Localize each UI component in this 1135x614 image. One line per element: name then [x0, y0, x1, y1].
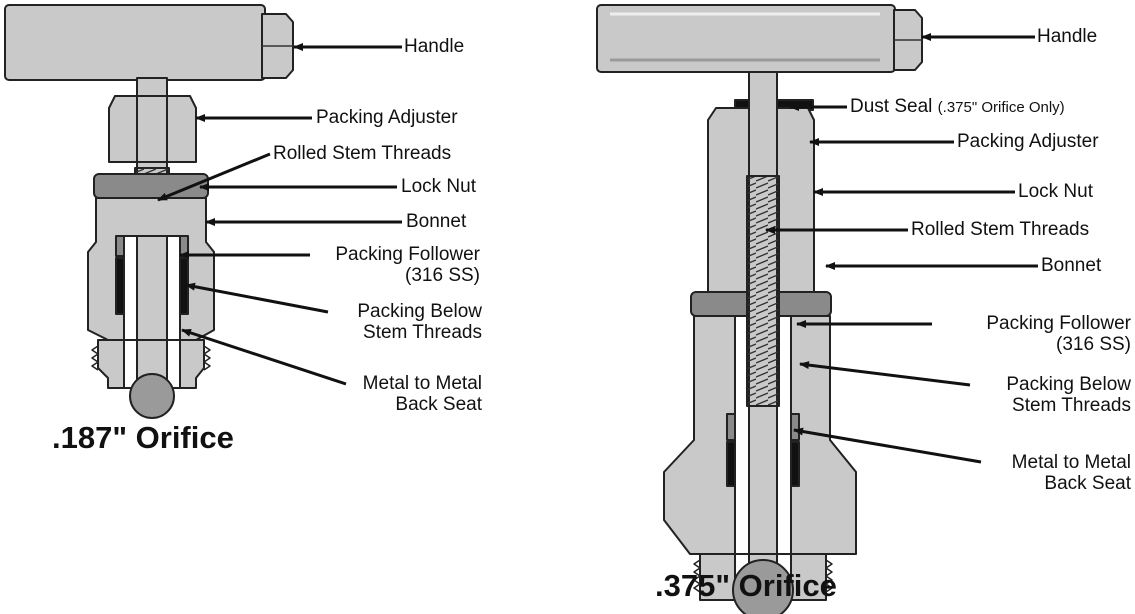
right-packing [726, 441, 736, 487]
left-label-handle: Handle [404, 36, 465, 57]
right-label-rolled-stem-threads: Rolled Stem Threads [911, 219, 1090, 240]
right-label-packing-follower: Packing Follower (316 SS) [935, 313, 1131, 355]
right-label-packing-adjuster: Packing Adjuster [957, 131, 1099, 152]
left-packing [115, 257, 125, 315]
right-label-packing-below-line1: Packing Below [1006, 374, 1131, 395]
left-label-packing-follower-line2: (316 SS) [405, 265, 480, 286]
right-caption: .375" Orifice [655, 568, 837, 603]
right-packing-follower [726, 413, 736, 441]
right-leaders [765, 33, 1038, 464]
left-label-packing-follower-line1: Packing Follower [335, 244, 480, 265]
right-label-dust-seal-note: (.375" Orifice Only) [937, 99, 1065, 116]
left-label-packing-below-line2: Stem Threads [363, 322, 482, 343]
left-label-packing-follower: Packing Follower (316 SS) [312, 244, 480, 286]
right-label-dust-seal: Dust Seal (.375" Orifice Only) [850, 96, 1065, 118]
left-label-rolled-stem-threads: Rolled Stem Threads [273, 143, 452, 164]
right-valve [596, 4, 923, 614]
left-label-packing-adjuster: Packing Adjuster [316, 107, 458, 128]
left-leaders [157, 43, 402, 386]
right-label-back-seat-line2: Back Seat [1044, 473, 1131, 494]
left-ball [129, 373, 175, 419]
left-label-back-seat: Metal to Metal Back Seat [348, 373, 482, 415]
right-label-back-seat-line1: Metal to Metal [1011, 452, 1131, 473]
left-caption: .187" Orifice [52, 420, 234, 455]
left-label-lock-nut: Lock Nut [401, 176, 476, 197]
right-label-packing-below: Packing Below Stem Threads [975, 374, 1131, 416]
right-label-dust-seal-text: Dust Seal [850, 96, 933, 117]
left-label-packing-below-line1: Packing Below [357, 301, 482, 322]
left-valve [4, 4, 294, 419]
right-label-packing-follower-line2: (316 SS) [1056, 334, 1131, 355]
left-label-packing-below: Packing Below Stem Threads [332, 301, 482, 343]
left-label-back-seat-line1: Metal to Metal [362, 373, 482, 394]
right-label-handle: Handle [1037, 26, 1098, 47]
left-packing-follower [115, 235, 125, 257]
right-label-back-seat: Metal to Metal Back Seat [984, 452, 1131, 494]
right-stem-threads [746, 175, 780, 407]
right-label-bonnet: Bonnet [1041, 255, 1102, 276]
right-label-packing-below-line2: Stem Threads [1012, 395, 1131, 416]
left-label-back-seat-line2: Back Seat [395, 394, 482, 415]
left-label-bonnet: Bonnet [406, 211, 467, 232]
right-label-packing-follower-line1: Packing Follower [986, 313, 1131, 334]
left-handle-bar [4, 4, 266, 81]
right-label-lock-nut: Lock Nut [1018, 181, 1093, 202]
right-ball [732, 559, 794, 614]
